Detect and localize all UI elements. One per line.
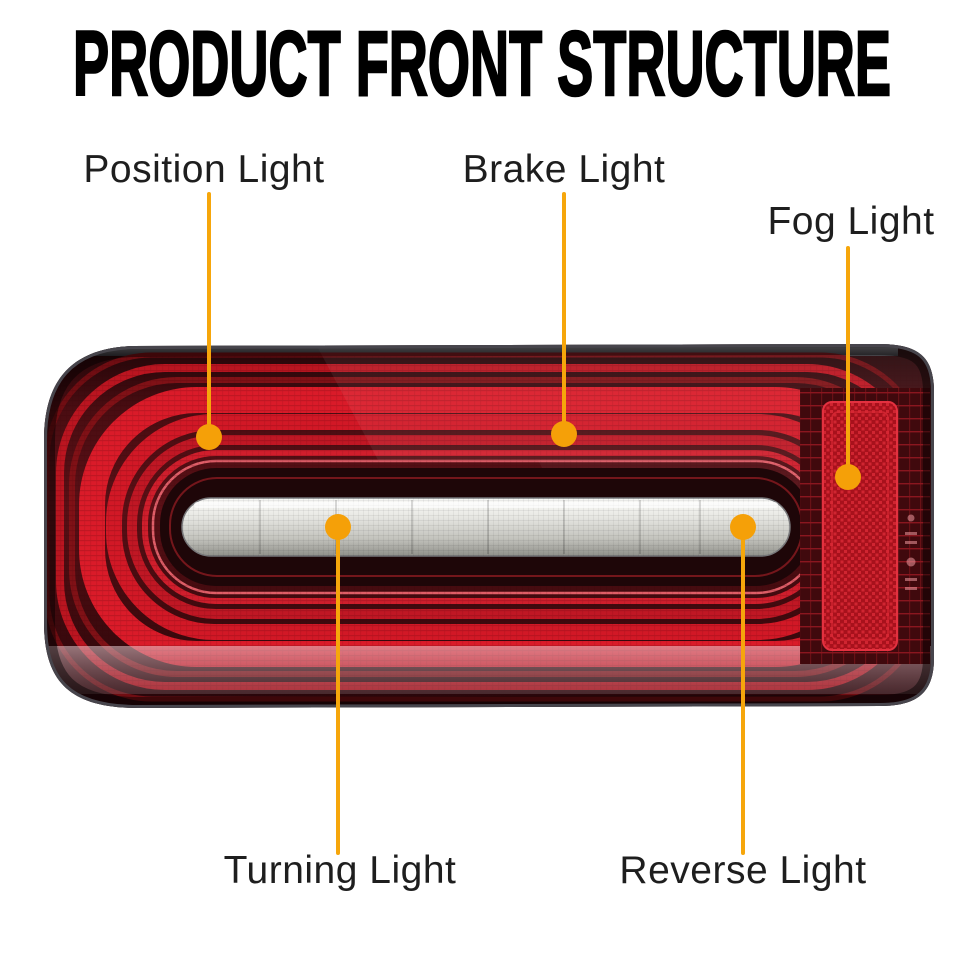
callout-line-brake-light [562, 192, 566, 434]
certification-marks [905, 514, 917, 590]
callout-label-reverse-light: Reverse Light [619, 849, 867, 892]
callout-line-fog-light [846, 246, 850, 477]
fog-light-panel [800, 388, 930, 664]
callout-line-reverse-light [741, 527, 745, 855]
clear-lens-bar [181, 497, 791, 557]
page-title-graphic: PRODUCT FRONT STRUCTURE [72, 12, 893, 110]
callout-dot-turning-light [325, 514, 351, 540]
callout-label-brake-light: Brake Light [462, 148, 666, 191]
page-title: PRODUCT FRONT STRUCTURE [73, 13, 891, 110]
tail-light-illustration [44, 344, 934, 708]
callout-label-fog-light: Fog Light [767, 200, 935, 243]
callout-label-turning-light: Turning Light [223, 849, 457, 892]
callout-dot-reverse-light [730, 514, 756, 540]
callout-label-position-light: Position Light [83, 148, 325, 191]
callout-line-position-light [207, 192, 211, 437]
bottom-smoke-band [44, 646, 934, 694]
callout-dot-brake-light [551, 421, 577, 447]
callout-dot-position-light [196, 424, 222, 450]
callout-line-turning-light [336, 527, 340, 855]
callout-dot-fog-light [835, 464, 861, 490]
